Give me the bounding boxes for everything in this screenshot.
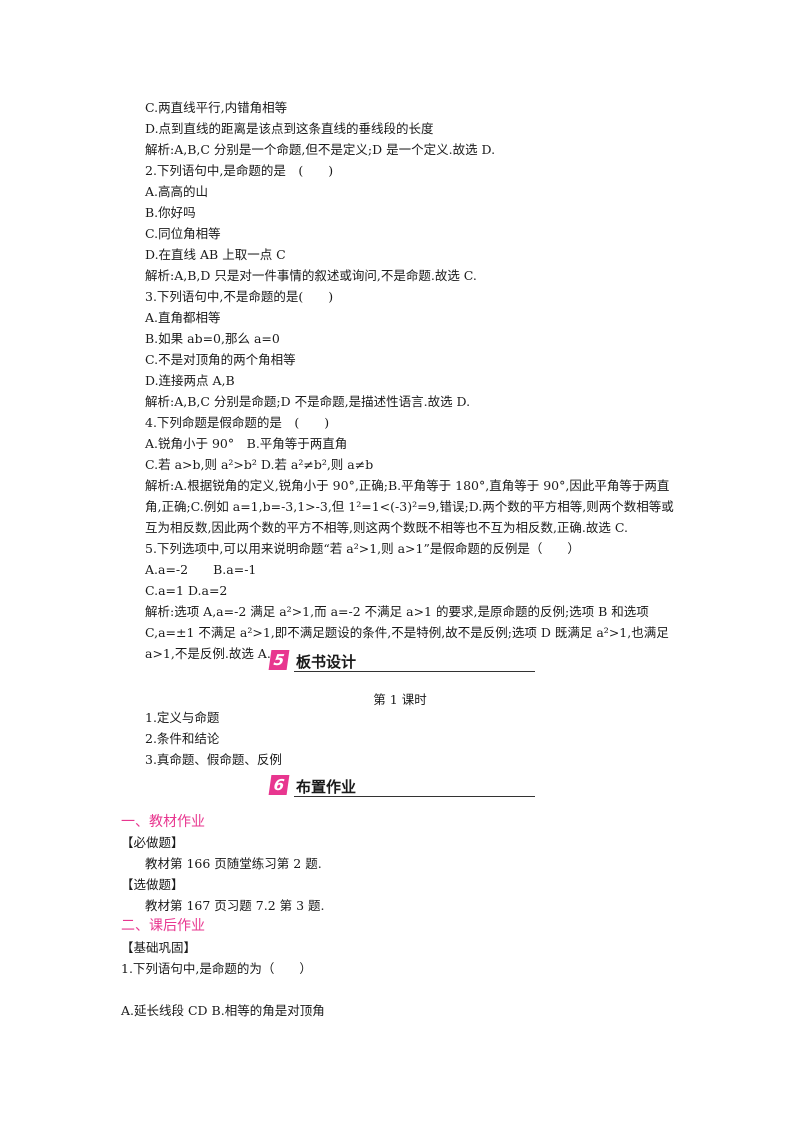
- section-6-rule: [294, 796, 535, 797]
- section-5-header: 5 板书设计: [268, 650, 535, 672]
- basic-label: 【基础巩固】: [121, 940, 197, 955]
- board-item: 2.条件和结论: [145, 731, 220, 746]
- section-5-rule: [294, 671, 535, 672]
- question-3-option-a: A.直角都相等: [145, 310, 221, 325]
- homework-heading-2: 二、课后作业: [121, 918, 205, 934]
- solution-4-text: 解析:A.根据锐角的定义,锐角小于 90°,正确;B.平角等于 180°,直角等…: [145, 478, 674, 535]
- basic-question-1-options: A.延长线段 CD B.相等的角是对顶角: [121, 1003, 325, 1018]
- solution-4: 解析:A.根据锐角的定义,锐角小于 90°,正确;B.平角等于 180°,直角等…: [121, 475, 681, 538]
- board-subtitle: 第 1 课时: [373, 692, 427, 707]
- basic-question-1: 1.下列语句中,是命题的为（ ）: [121, 961, 312, 976]
- solution-5-text: 解析:选项 A,a=-2 满足 a²>1,而 a=-2 不满足 a>1 的要求,…: [145, 604, 669, 661]
- question-2-option-c: C.同位角相等: [145, 226, 221, 241]
- section-5-number: 5: [268, 650, 290, 670]
- must-do-text: 教材第 166 页随堂练习第 2 题.: [145, 856, 322, 871]
- solution-2: 解析:A,B,D 只是对一件事情的叙述或询问,不是命题.故选 C.: [145, 268, 477, 283]
- question-2-option-d: D.在直线 AB 上取一点 C: [145, 247, 286, 262]
- question-3-option-d: D.连接两点 A,B: [145, 373, 235, 388]
- option-d-line: D.点到直线的距离是该点到这条直线的垂线段的长度: [145, 121, 434, 136]
- board-item: 3.真命题、假命题、反例: [145, 752, 282, 767]
- section-5-title: 板书设计: [296, 653, 357, 671]
- must-do-label: 【必做题】: [121, 835, 184, 850]
- optional-text: 教材第 167 页习题 7.2 第 3 题.: [145, 898, 325, 913]
- homework-heading-1: 一、教材作业: [121, 814, 205, 830]
- section-6-title: 布置作业: [296, 778, 357, 796]
- section-6-header: 6 布置作业: [268, 775, 535, 797]
- question-5-options-ab: A.a=-2 B.a=-1: [145, 562, 257, 577]
- question-4-options-ab: A.锐角小于 90° B.平角等于两直角: [145, 436, 348, 451]
- solution-1: 解析:A,B,C 分别是一个命题,但不是定义;D 是一个定义.故选 D.: [145, 142, 496, 157]
- question-2-option-b: B.你好吗: [145, 205, 196, 220]
- question-3-option-b: B.如果 ab=0,那么 a=0: [145, 331, 280, 346]
- board-item: 1.定义与命题: [145, 710, 220, 725]
- optional-label: 【选做题】: [121, 877, 184, 892]
- question-2-option-a: A.高高的山: [145, 184, 209, 199]
- question-4-options-cd: C.若 a>b,则 a²>b² D.若 a²≠b²,则 a≠b: [145, 457, 374, 472]
- option-c-line: C.两直线平行,内错角相等: [145, 100, 288, 115]
- section-6-number: 6: [268, 775, 290, 795]
- question-2: 2.下列语句中,是命题的是 ( ): [145, 163, 334, 178]
- question-5-options-cd: C.a=1 D.a=2: [145, 583, 228, 598]
- solution-3: 解析:A,B,C 分别是命题;D 不是命题,是描述性语言.故选 D.: [145, 394, 471, 409]
- question-3-option-c: C.不是对顶角的两个角相等: [145, 352, 296, 367]
- question-4: 4.下列命题是假命题的是 ( ): [145, 415, 330, 430]
- solution-5: 解析:选项 A,a=-2 满足 a²>1,而 a=-2 不满足 a>1 的要求,…: [121, 601, 681, 664]
- question-3: 3.下列语句中,不是命题的是( ): [145, 289, 334, 304]
- question-5: 5.下列选项中,可以用来说明命题“若 a²>1,则 a>1”是假命题的反例是（ …: [145, 541, 580, 556]
